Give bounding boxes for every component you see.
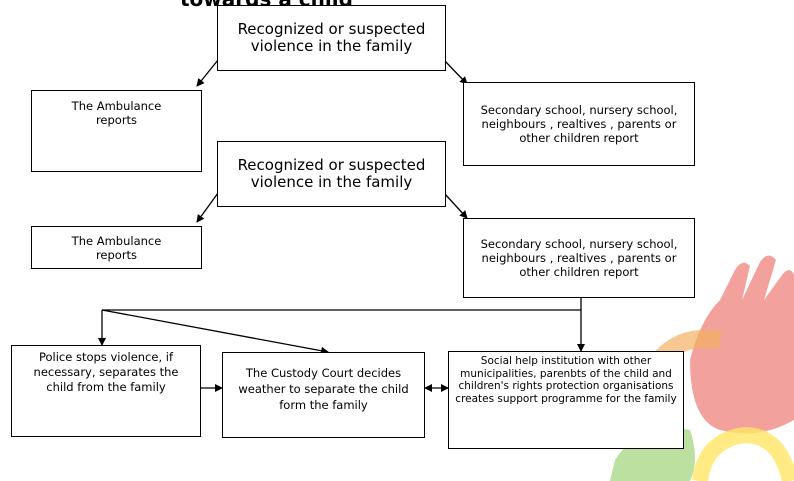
node-violence-1: Recognized or suspected violence in the … xyxy=(217,5,446,71)
node-custody-court-label: The Custody Court decides weather to sep… xyxy=(238,366,409,412)
node-ambulance-1-label: The Ambulance reports xyxy=(71,99,162,127)
node-social-help: Social help institution with other munic… xyxy=(448,351,684,449)
node-social-help-label: Social help institution with other munic… xyxy=(455,355,677,405)
node-school-2: Secondary school, nursery school, neighb… xyxy=(463,218,695,298)
yellow-ring-shape xyxy=(692,426,794,481)
arrow-violence1-to-ambulance1 xyxy=(196,59,219,87)
node-school-2-label: Secondary school, nursery school, neighb… xyxy=(480,237,678,279)
node-ambulance-2: The Ambulance reports xyxy=(31,226,202,269)
node-school-1-label: Secondary school, nursery school, neighb… xyxy=(480,103,678,145)
node-police: Police stops violence, if necessary, sep… xyxy=(11,345,201,437)
red-hand-shape xyxy=(690,255,794,434)
arrow-branch-to-custody xyxy=(101,309,329,355)
node-ambulance-1: The Ambulance reports xyxy=(31,90,202,172)
node-custody-court: The Custody Court decides weather to sep… xyxy=(222,352,425,438)
node-violence-1-label: Recognized or suspected violence in the … xyxy=(237,20,426,55)
arrow-violence2-to-ambulance2 xyxy=(196,192,219,223)
node-school-1: Secondary school, nursery school, neighb… xyxy=(463,82,695,166)
arrow-violence2-to-school2 xyxy=(443,192,468,219)
node-violence-2-label: Recognized or suspected violence in the … xyxy=(237,156,426,191)
node-violence-2: Recognized or suspected violence in the … xyxy=(217,141,446,207)
node-police-label: Police stops violence, if necessary, sep… xyxy=(33,350,179,394)
node-ambulance-2-label: The Ambulance reports xyxy=(71,233,162,262)
arrow-violence1-to-school1 xyxy=(443,59,468,85)
